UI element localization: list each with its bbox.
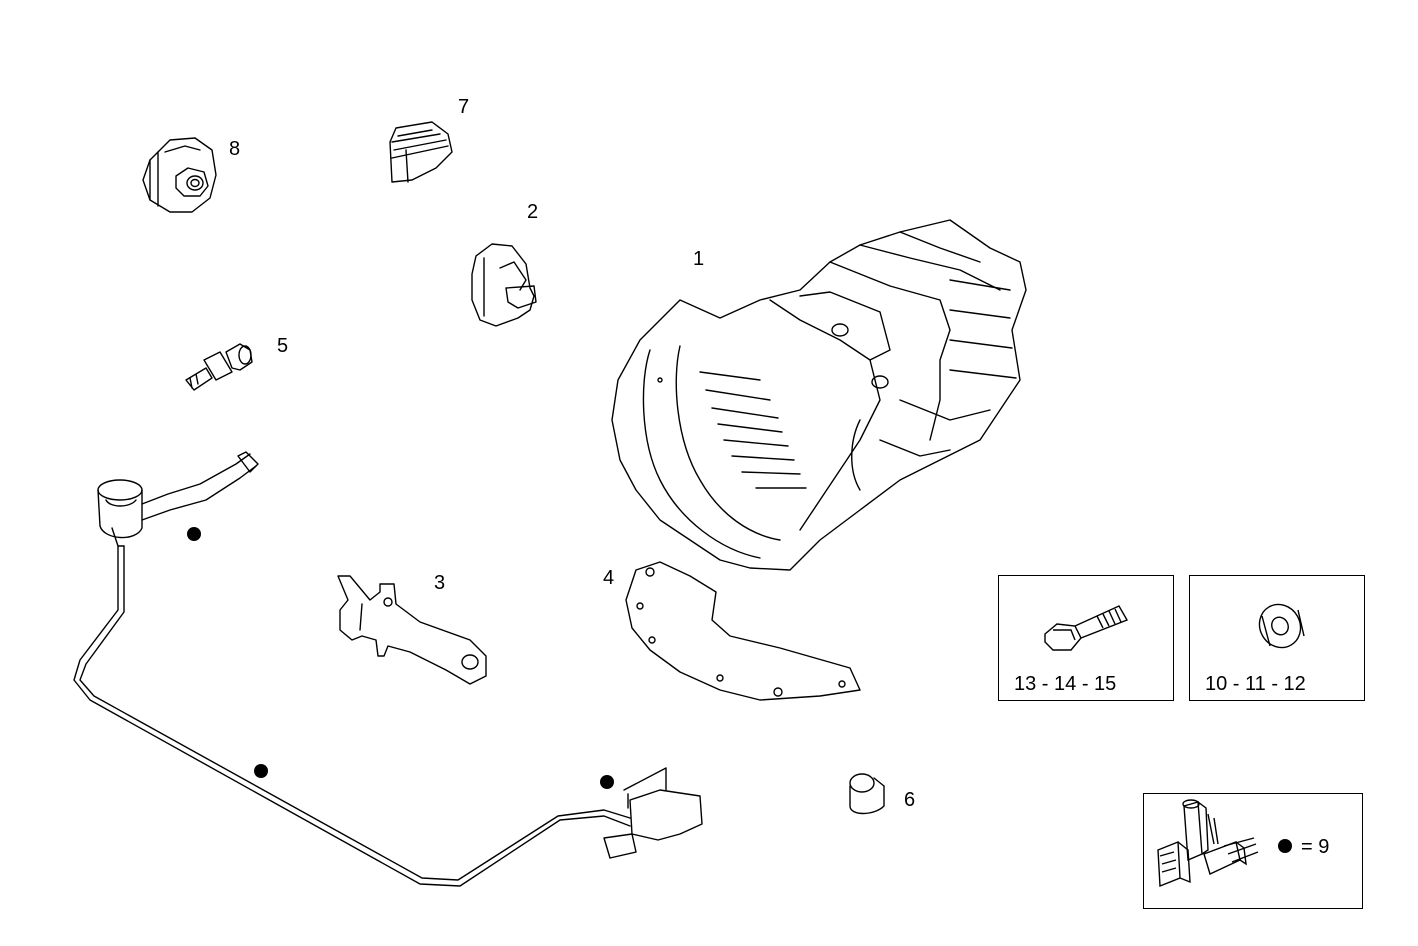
sealant-dot xyxy=(254,764,268,778)
callout-5: 5 xyxy=(277,335,289,357)
washer-icon xyxy=(1190,576,1366,702)
callout-1: 1 xyxy=(693,248,705,270)
callout-8: 8 xyxy=(229,138,241,160)
part-3-fork xyxy=(338,576,486,684)
part-2-cover xyxy=(472,244,536,326)
sealant-legend-label: = 9 xyxy=(1301,836,1330,858)
sealant-dot xyxy=(600,775,614,789)
callout-4: 4 xyxy=(603,567,615,589)
washer-box-label: 10 - 11 - 12 xyxy=(1205,673,1306,695)
part-6-plug xyxy=(850,774,884,814)
part-7-boot xyxy=(390,122,452,182)
callout-2: 2 xyxy=(527,201,539,223)
callout-7: 7 xyxy=(458,96,470,118)
sealant-legend-box: = 9 xyxy=(1143,793,1363,909)
bolt-box-label: 13 - 14 - 15 xyxy=(1014,673,1117,695)
bolt-reference-box: 13 - 14 - 15 xyxy=(998,575,1174,701)
hydraulic-clutch-line xyxy=(74,452,702,886)
callout-3: 3 xyxy=(434,572,446,594)
callout-6: 6 xyxy=(904,789,916,811)
sealant-dot-legend xyxy=(1278,839,1292,853)
part-5-fitting xyxy=(186,344,252,390)
part-1-gearbox xyxy=(612,220,1026,570)
part-4-gasket xyxy=(626,562,860,700)
washer-reference-box: 10 - 11 - 12 xyxy=(1189,575,1365,701)
part-8-mount xyxy=(143,138,216,212)
sealant-tubes-icon xyxy=(1144,794,1274,910)
sealant-dot xyxy=(187,527,201,541)
bolt-icon xyxy=(999,576,1175,702)
